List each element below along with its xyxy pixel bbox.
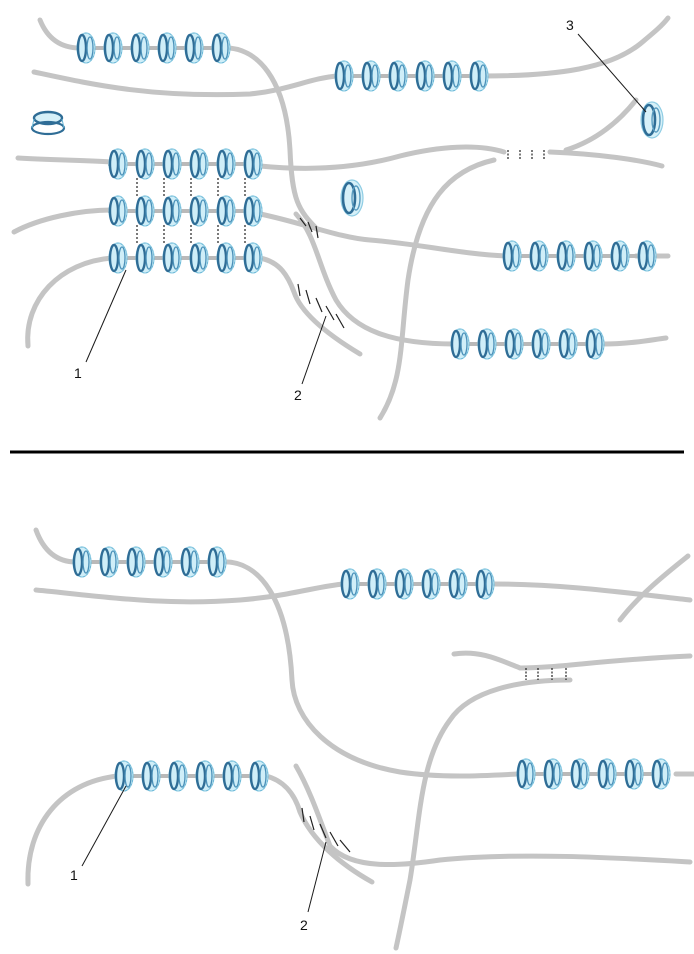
ring-cluster (450, 329, 604, 359)
fiber (40, 20, 80, 48)
ring-cluster (502, 241, 656, 271)
fiber (36, 530, 76, 562)
leader-line (86, 270, 126, 362)
ring-cluster (340, 569, 494, 599)
callout-3: 3 (566, 17, 574, 33)
fiber (380, 160, 494, 418)
fiber (28, 258, 112, 346)
fiber (260, 258, 360, 354)
leader-line (308, 842, 326, 912)
ring-cluster (114, 761, 268, 791)
free-ring (641, 102, 663, 138)
fiber (482, 18, 668, 76)
leader-line (302, 316, 326, 384)
fiber (550, 152, 662, 166)
ring-cluster (76, 33, 230, 63)
callout-1: 1 (74, 365, 82, 381)
ring-cluster (108, 196, 262, 226)
ring-cluster (334, 61, 488, 91)
fiber (454, 653, 690, 668)
fiber (604, 338, 666, 344)
ring-cluster (108, 149, 262, 179)
fiber (566, 100, 636, 150)
ring-cluster (516, 759, 670, 789)
fiber (260, 147, 504, 168)
fiber (260, 214, 506, 256)
fiber (14, 210, 112, 232)
fiber (266, 776, 372, 882)
leader-line (82, 786, 126, 866)
fiber (18, 158, 112, 162)
fiber (222, 48, 318, 230)
callout-1: 1 (70, 867, 78, 883)
callout-2: 2 (294, 387, 302, 403)
fiber (620, 556, 688, 620)
ring-cluster (108, 243, 262, 273)
free-ring-tilted (32, 112, 64, 134)
top-panel: 1 2 3 (14, 17, 668, 418)
fiber (492, 584, 690, 600)
bottom-panel: 1 2 (28, 530, 694, 948)
fiber (36, 584, 344, 602)
fiber (34, 72, 338, 95)
fiber (396, 680, 570, 948)
free-ring (341, 180, 363, 216)
callout-2: 2 (300, 917, 308, 933)
ring-cluster (72, 547, 226, 577)
